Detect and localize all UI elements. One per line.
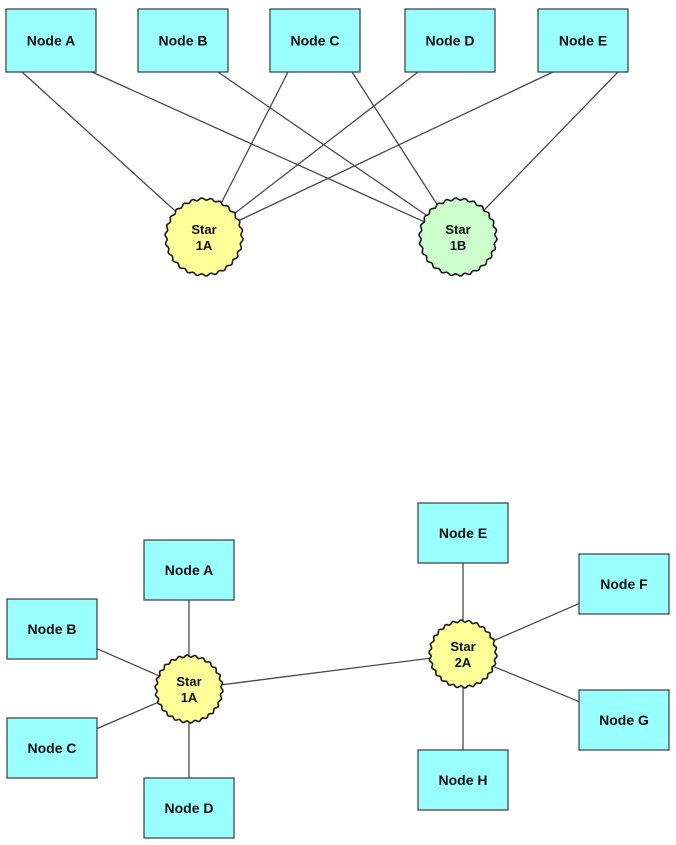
star-label-line: 1B <box>450 238 467 253</box>
star-label-line: 1A <box>181 690 198 705</box>
node-d: Node D <box>405 9 495 72</box>
node-label: Node B <box>28 621 77 637</box>
node-label: Node A <box>27 33 75 49</box>
star-label-line: 1A <box>196 238 213 253</box>
node-f: Node F <box>579 554 669 614</box>
star-label-line: 2A <box>455 655 472 670</box>
link-e-1a <box>204 72 553 237</box>
node-a: Node A <box>6 9 96 72</box>
node-d: Node D <box>144 778 234 838</box>
node-a: Node A <box>144 540 234 600</box>
node-e: Node E <box>538 9 628 72</box>
node-label: Node H <box>439 772 488 788</box>
node-label: Node G <box>599 712 649 728</box>
star-label-line: Star <box>445 222 470 237</box>
node-label: Node E <box>439 525 487 541</box>
node-label: Node D <box>165 800 214 816</box>
node-c: Node C <box>7 718 97 778</box>
node-b: Node B <box>7 599 97 659</box>
node-c: Node C <box>270 9 360 72</box>
link-d-1a <box>204 72 418 237</box>
node-label: Node D <box>426 33 475 49</box>
star-label-line: Star <box>191 222 216 237</box>
star-circle <box>429 620 497 688</box>
node-label: Node C <box>28 740 77 756</box>
node-label: Node B <box>159 33 208 49</box>
link-b-1b <box>218 72 458 237</box>
star-label-line: Star <box>176 674 201 689</box>
nodes-group: Node A Node B Node C Node D Node E <box>6 9 628 72</box>
links-group <box>22 72 618 237</box>
node-label: Node C <box>291 33 340 49</box>
linked-star-diagram: Node A Node B Node C Node D Node E Node F Node… <box>7 503 669 838</box>
node-h: Node H <box>418 750 508 810</box>
node-b: Node B <box>138 9 228 72</box>
node-label: Node A <box>165 562 213 578</box>
node-e: Node E <box>418 503 508 563</box>
node-label: Node F <box>600 576 648 592</box>
star-circle <box>165 198 243 276</box>
node-g: Node G <box>579 690 669 750</box>
link-1a-2a <box>189 654 463 689</box>
star-label-line: Star <box>450 639 475 654</box>
node-label: Node E <box>559 33 607 49</box>
star-circle <box>155 655 223 723</box>
